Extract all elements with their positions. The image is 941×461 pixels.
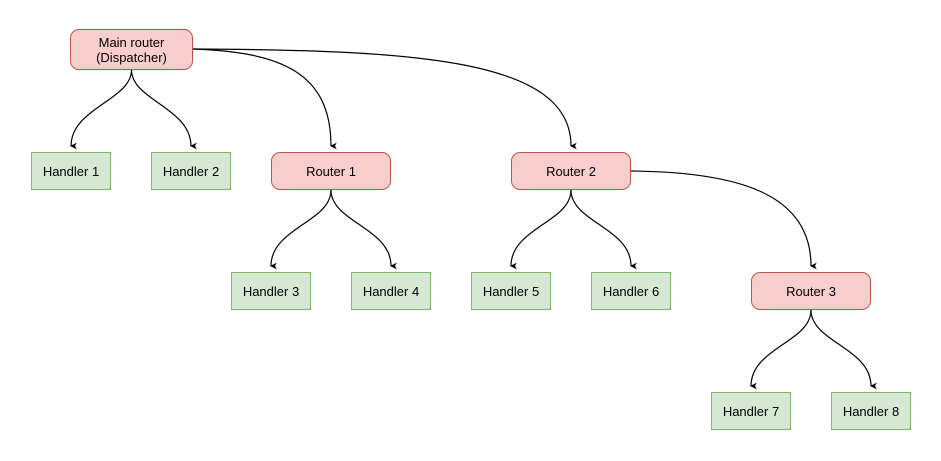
edge-router-3-to-handler-8 bbox=[810, 309, 877, 390]
node-router-3[interactable]: Router 3 bbox=[751, 272, 871, 310]
edge-main-to-handler-2 bbox=[130, 69, 197, 150]
node-handler-3[interactable]: Handler 3 bbox=[231, 272, 311, 310]
node-label: Handler 4 bbox=[362, 283, 420, 299]
edge-router-2-to-handler-6 bbox=[570, 189, 637, 270]
node-handler-4[interactable]: Handler 4 bbox=[351, 272, 431, 310]
node-label: Router 1 bbox=[306, 163, 356, 179]
node-label: Handler 1 bbox=[42, 163, 100, 179]
node-label: Handler 2 bbox=[162, 163, 220, 179]
edge-router-1-to-handler-3 bbox=[270, 189, 332, 270]
node-label: Router 2 bbox=[546, 163, 596, 179]
node-router-1[interactable]: Router 1 bbox=[271, 152, 391, 190]
edge-main-to-router-1 bbox=[192, 48, 337, 150]
node-main-router[interactable]: Main router (Dispatcher) bbox=[70, 29, 193, 70]
node-label: Handler 7 bbox=[722, 403, 780, 419]
node-handler-7[interactable]: Handler 7 bbox=[711, 392, 791, 430]
node-handler-6[interactable]: Handler 6 bbox=[591, 272, 671, 310]
node-label: Main router (Dispatcher) bbox=[96, 34, 167, 65]
node-label: Handler 3 bbox=[242, 283, 300, 299]
edge-router-1-to-handler-4 bbox=[330, 189, 397, 270]
node-handler-1[interactable]: Handler 1 bbox=[31, 152, 111, 190]
node-handler-8[interactable]: Handler 8 bbox=[831, 392, 911, 430]
node-handler-2[interactable]: Handler 2 bbox=[151, 152, 231, 190]
edge-router-2-to-handler-5 bbox=[510, 189, 572, 270]
edge-router-3-to-handler-7 bbox=[750, 309, 812, 390]
edge-router-2-to-router-3 bbox=[630, 170, 817, 270]
edge-main-to-router-2 bbox=[192, 48, 577, 150]
node-label: Handler 8 bbox=[842, 403, 900, 419]
node-router-2[interactable]: Router 2 bbox=[511, 152, 631, 190]
node-label: Handler 6 bbox=[602, 283, 660, 299]
node-handler-5[interactable]: Handler 5 bbox=[471, 272, 551, 310]
edges-group bbox=[70, 48, 877, 390]
node-label: Router 3 bbox=[786, 283, 836, 299]
edge-main-to-handler-1 bbox=[70, 69, 133, 150]
node-label: Handler 5 bbox=[482, 283, 540, 299]
